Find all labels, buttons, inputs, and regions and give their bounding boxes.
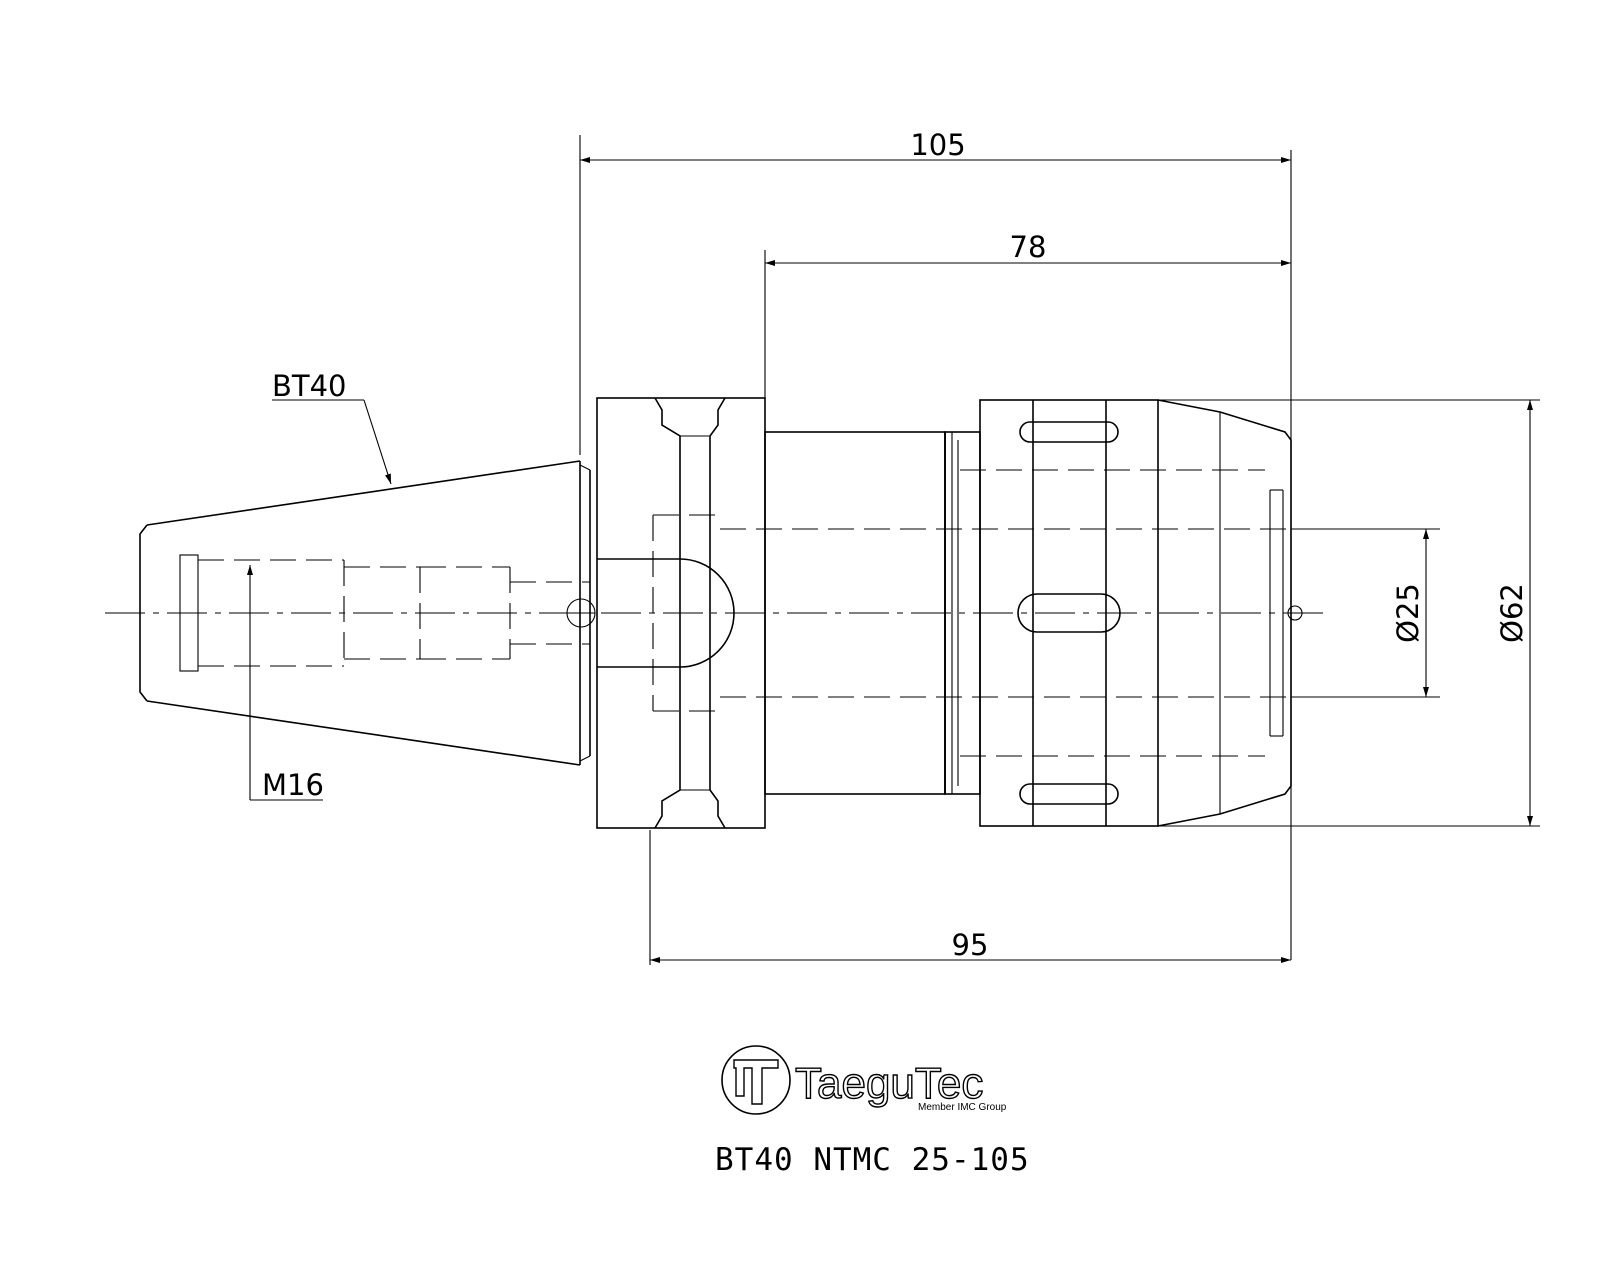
dim-78-label: 78 [1010, 230, 1047, 264]
leader-m16: M16 [247, 565, 324, 802]
dim-d25-label: Ø25 [1391, 583, 1425, 643]
logo-tagline: Member IMC Group [918, 1102, 1007, 1113]
dim-105: 105 [579, 128, 1292, 960]
dim-d25: Ø25 [1291, 528, 1440, 698]
body [720, 431, 1440, 795]
taegutec-logo-tt-icon [733, 1059, 779, 1105]
clamping-nut [960, 399, 1303, 827]
drawing-title: BT40 NTMC 25-105 [715, 1142, 1030, 1178]
dim-d62-label: Ø62 [1495, 583, 1529, 643]
dim-95-label: 95 [952, 928, 989, 962]
taper-shank [139, 460, 596, 766]
label-m16: M16 [262, 768, 324, 802]
label-bt40: BT40 [272, 369, 347, 403]
dim-95: 95 [649, 830, 1291, 965]
dim-105-label: 105 [910, 128, 965, 162]
taegutec-logo: TaeguTec Member IMC Group [721, 1045, 1007, 1115]
logo-brand: TaeguTec [795, 1059, 983, 1108]
leader-bt40: BT40 [272, 369, 392, 485]
dim-78: 78 [764, 230, 1291, 398]
dim-d62: Ø62 [1158, 399, 1540, 827]
